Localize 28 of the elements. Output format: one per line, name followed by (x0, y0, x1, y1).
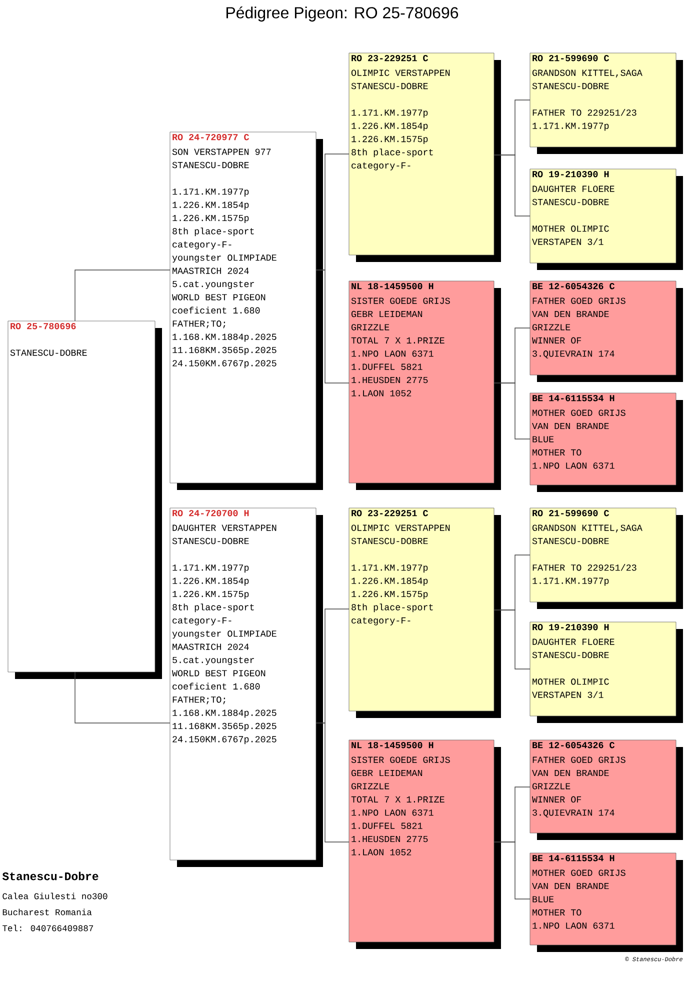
pedigree-card: BE 12-6054326 C FATHER GOED GRIJS VAN DEN BRANDE GRIZZLE WINNER OF 3.QUIEVRAIN 174 (530, 740, 683, 840)
pedigree-card: RO 23-229251 C OLIMPIC VERSTAPPEN STANESCU-DOBRE 1.171.KM.1977p 1.226.KM.1854p 1.226.KM.1575p 8th place-sport category-F- (348, 52, 501, 262)
pedigree-card: NL 18-1459500 H SISTER GOEDE GRIJS GEBR LEIDEMAN GRIZZLE TOTAL 7 X 1.PRIZE 1.NPO LAON 6371 1.DUFFEL 5821 1.HEUSDEN 2775 1.LAON 1052 (348, 740, 501, 949)
pedigree-card: RO 24-720700 H DAUGHTER VERSTAPPEN STANESCU-DOBRE 1.171.KM.1977p 1.226.KM.1854p 1.226.KM.1575p 8th place-sport category-F- youngster OLIMPIADE MAASTRICH 2024 5.cat.youngster WORLD BEST PIGEON coeficient 1.680 FATHER;TO; 1.168.KM.1884p.2025 11.168KM.3565p.2025 24.150KM.6767p.2025 (170, 508, 323, 867)
pedigree-card: BE 14-6115534 H MOTHER GOED GRIJS VAN DEN BRANDE BLUE MOTHER TO 1.NPO LAON 6371 (530, 852, 683, 952)
pedigree-card: RO 24-720977 C SON VERSTAPPEN 977 STANESCU-DOBRE 1.171.KM.1977p 1.226.KM.1854p 1.226.KM.1575p 8th place-sport category-F- youngster OLIMPIADE MAASTRICH 2024 5.cat.youngster WORLD BEST PIGEON coeficient 1.680 FATHER;TO; 1.168.KM.1884p.2025 11.168KM.3565p.2025 24.150KM.6767p.2025 (170, 132, 323, 490)
pedigree-card: BE 14-6115534 H MOTHER GOED GRIJS VAN DEN BRANDE BLUE MOTHER TO 1.NPO LAON 6371 (530, 392, 683, 492)
connector-line (494, 382, 530, 440)
connector-line (316, 722, 350, 842)
connector-line (494, 610, 530, 670)
pedigree-card: RO 21-599690 C GRANDSON KITTEL,SAGA STANESCU-DOBRE FATHER TO 229251/23 1.171.KM.1977p (530, 508, 683, 609)
pedigree-card: RO 23-229251 C OLIMPIC VERSTAPPEN STANESCU-DOBRE 1.171.KM.1977p 1.226.KM.1854p 1.226.KM.1575p 8th place-sport category-F- (348, 508, 501, 718)
pedigree-card: RO 25-780696 STANESCU-DOBRE (8, 320, 162, 679)
contact-text: Tel: 040766409887 (2, 924, 94, 932)
pedigree-card: RO 19-210390 H DAUGHTER FLOERE STANESCU-DOBRE MOTHER OLIMPIC VERSTAPEN 3/1 (530, 168, 683, 270)
title: Pédigree Pigeon: RO 25-780696 (226, 6, 458, 22)
pedigree-card: BE 12-6054326 C FATHER GOED GRIJS VAN DEN BRANDE GRIZZLE WINNER OF 3.QUIEVRAIN 174 (530, 280, 683, 382)
breeder-name: Stanescu-Dobre (2, 872, 98, 880)
connector-line (494, 842, 530, 900)
connector-line (74, 672, 170, 724)
pedigree-card: RO 19-210390 H DAUGHTER FLOERE STANESCU-DOBRE MOTHER OLIMPIC VERSTAPEN 3/1 (530, 622, 683, 723)
pedigree-card: NL 18-1459500 H SISTER GOEDE GRIJS GEBR LEIDEMAN GRIZZLE TOTAL 7 X 1.PRIZE 1.NPO LAON 6371 1.DUFFEL 5821 1.HEUSDEN 2775 1.LAON 1052 (348, 280, 501, 490)
contact-text: Bucharest Romania (2, 908, 92, 916)
contact-text: Calea Giulesti no300 (2, 892, 108, 900)
connector-line (316, 270, 350, 384)
pedigree-card: RO 21-599690 C GRANDSON KITTEL,SAGA STANESCU-DOBRE FATHER TO 229251/23 1.171.KM.1977p (530, 52, 683, 154)
connector-line (74, 270, 170, 322)
connector-line (494, 154, 530, 216)
